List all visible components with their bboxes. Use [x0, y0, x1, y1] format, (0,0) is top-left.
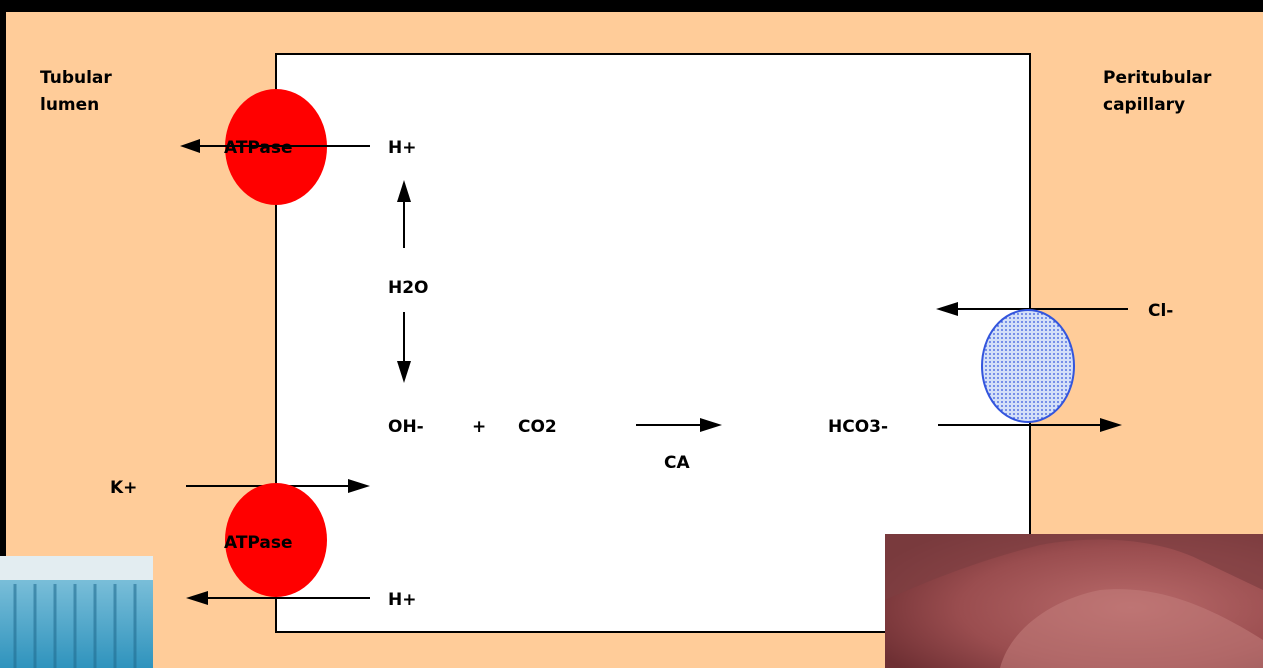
tubular-lumen-label-line2: lumen: [40, 95, 99, 115]
h-plus-top-label: H+: [388, 138, 416, 158]
plus-sign: +: [472, 417, 486, 437]
peritubular-capillary-label-line1: Peritubular: [1103, 68, 1212, 88]
hco3-minus-label: HCO3-: [828, 417, 888, 437]
carbonic-anhydrase-arrowhead: [700, 418, 722, 432]
cl-hco3-exchanger: [981, 309, 1075, 423]
tubular-lumen-label-line1: Tubular: [40, 68, 112, 88]
bottle-cap-photo: [0, 556, 153, 668]
h2o-down-arrowhead: [397, 361, 411, 383]
ca-label: CA: [664, 453, 690, 473]
h2o-up-arrowhead: [397, 180, 411, 202]
atpase-top-label: ATPase: [224, 138, 293, 158]
hco3-efflux-arrowhead: [1100, 418, 1122, 432]
atpase-bottom-label: ATPase: [224, 533, 293, 553]
h2o-label: H2O: [388, 278, 429, 298]
h-plus-bottom-arrowhead: [186, 591, 208, 605]
h-plus-bottom-label: H+: [388, 590, 416, 610]
cl-minus-label: Cl-: [1148, 301, 1173, 321]
co2-label: CO2: [518, 417, 557, 437]
cl-influx-arrowhead: [936, 302, 958, 316]
k-plus-influx-arrowhead: [348, 479, 370, 493]
k-plus-label: K+: [110, 478, 137, 498]
tissue-photo: [885, 534, 1263, 668]
h-plus-top-arrowhead: [180, 139, 200, 153]
atpase-pump-bottom: [225, 483, 327, 597]
oh-minus-label: OH-: [388, 417, 424, 437]
peritubular-capillary-label-line2: capillary: [1103, 95, 1185, 115]
